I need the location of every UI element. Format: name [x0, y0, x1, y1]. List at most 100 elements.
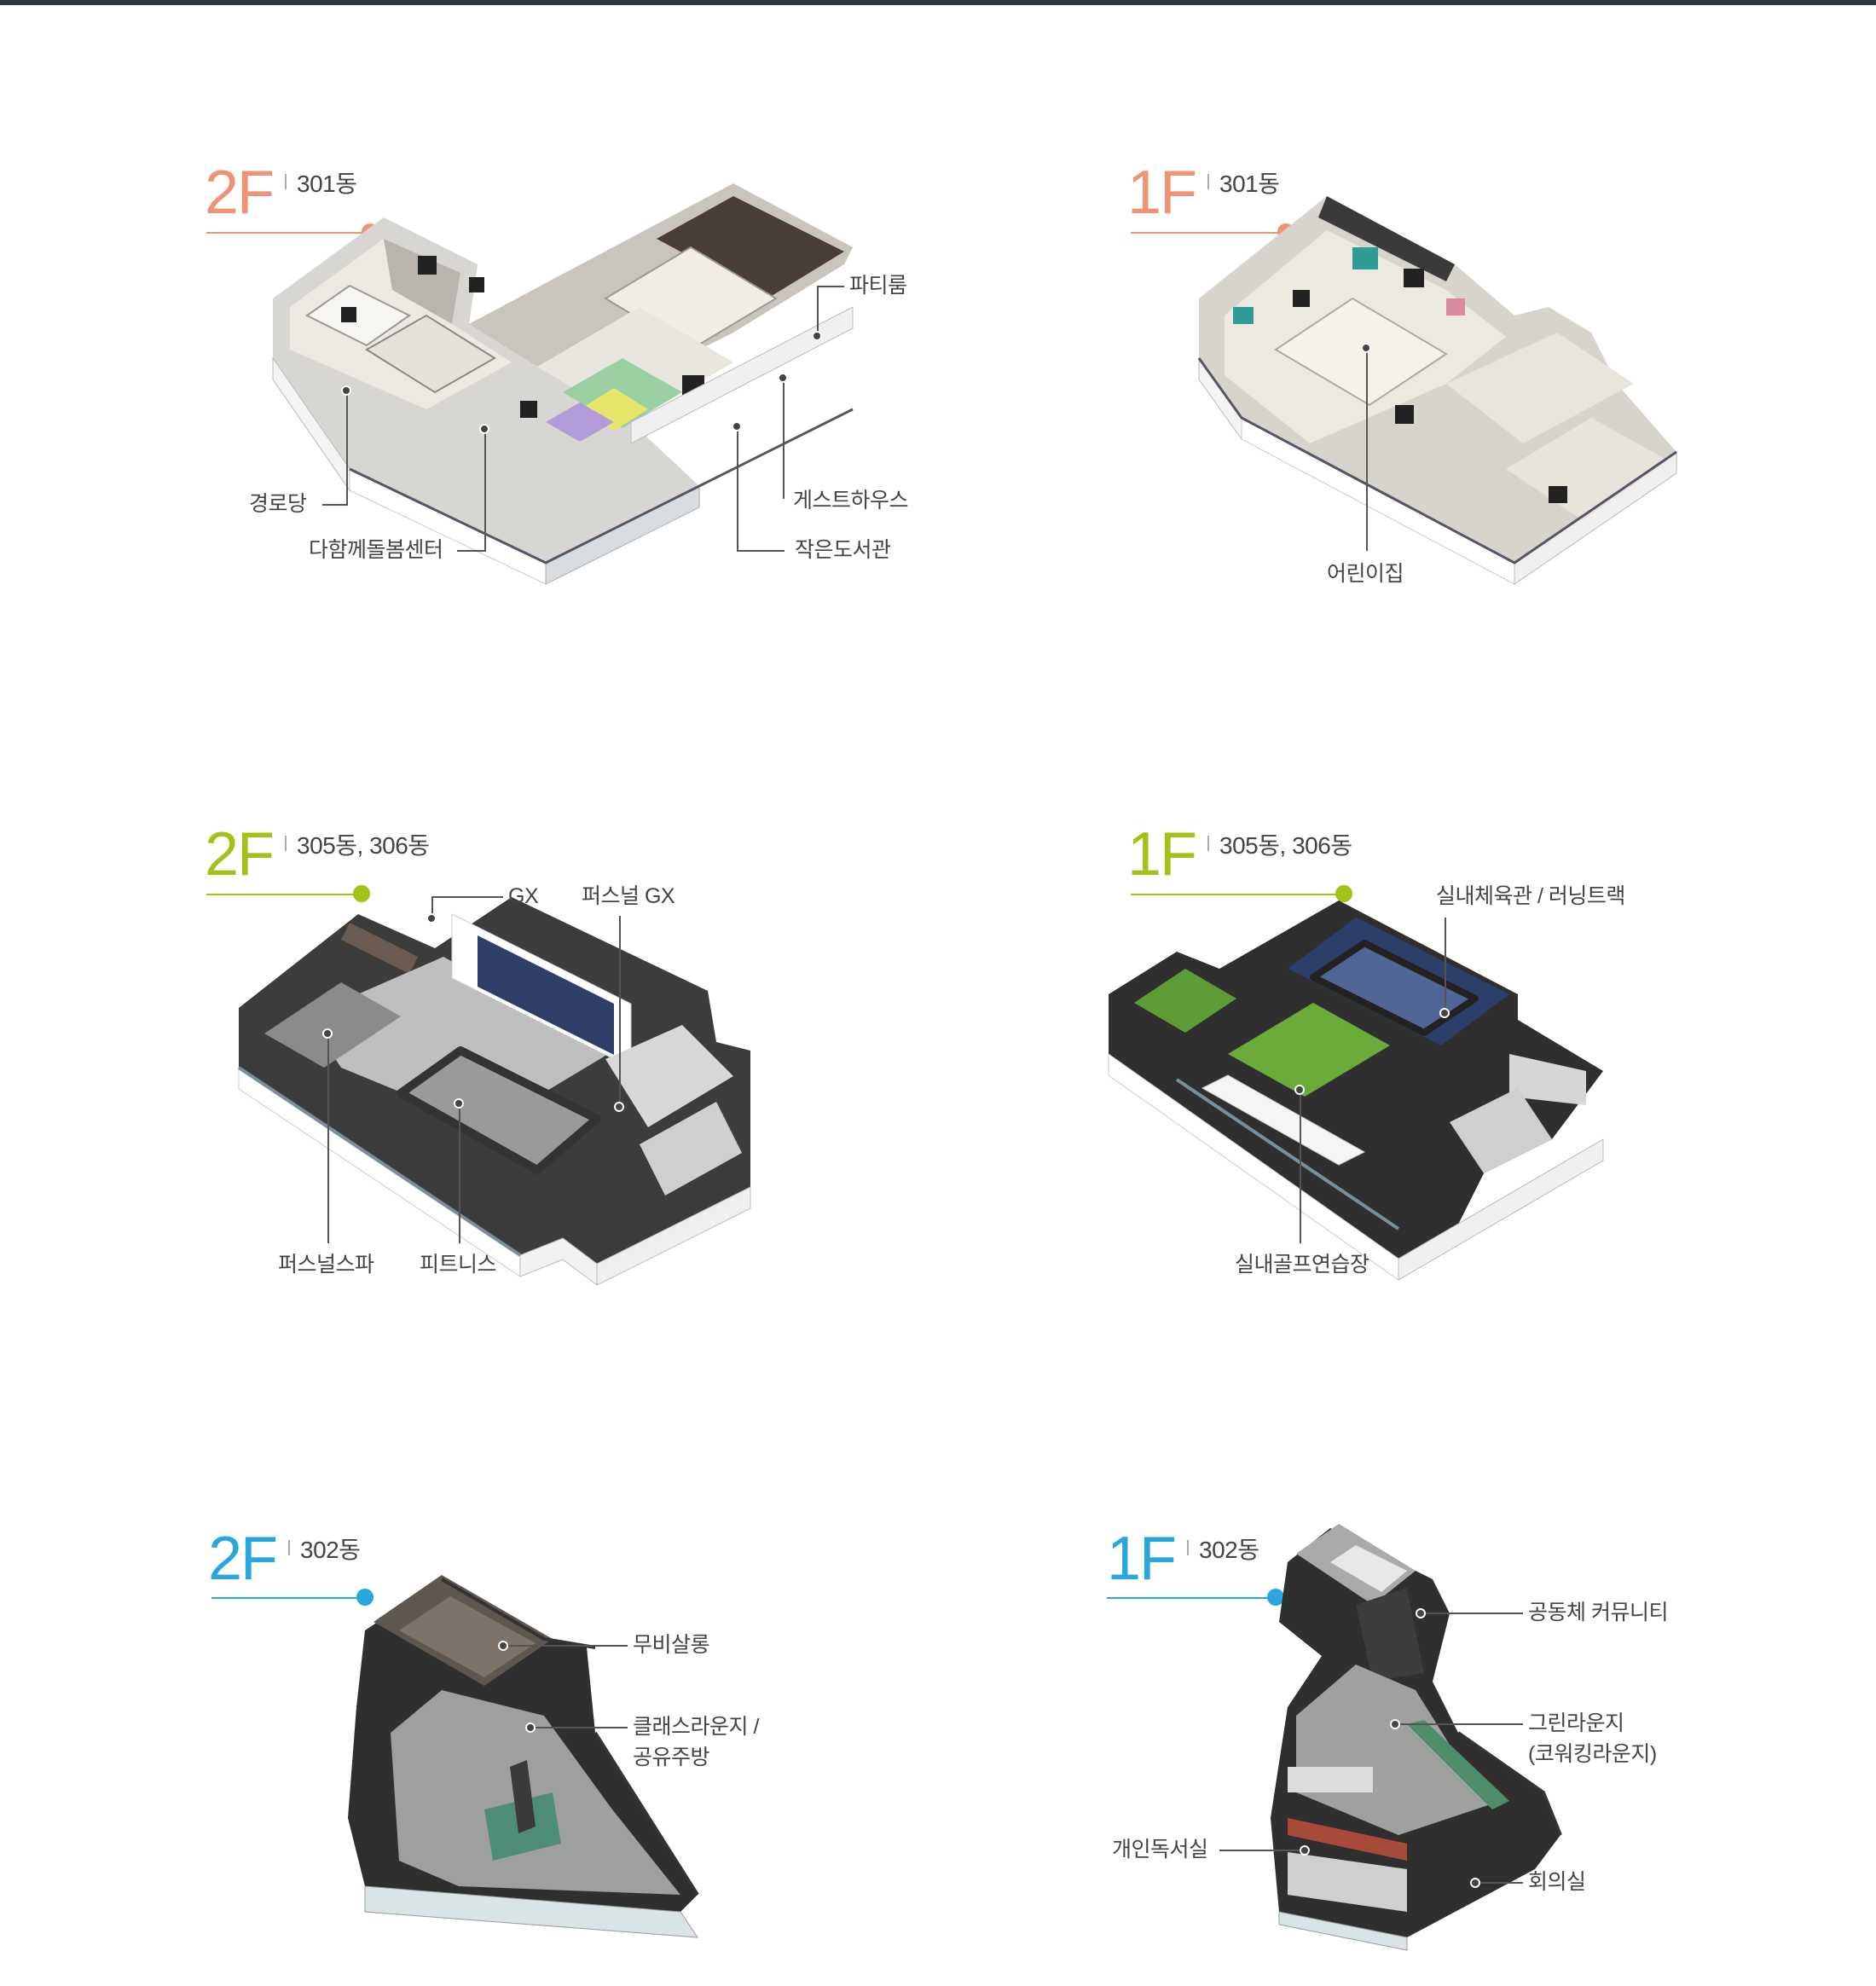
- leader-line: [1445, 918, 1446, 1011]
- label-shared-kitchen: 공유주방: [633, 1746, 710, 1769]
- header-divider: [1207, 174, 1210, 189]
- floor-plan-illustration: [272, 183, 854, 585]
- leader-dot: [1470, 1878, 1480, 1888]
- leader-dot: [426, 913, 437, 924]
- leader-dot: [341, 385, 351, 396]
- leader-line: [737, 550, 785, 552]
- leader-dot: [1416, 1608, 1426, 1618]
- header-dot: [1267, 1589, 1284, 1606]
- leader-dot: [778, 373, 788, 383]
- leader-line: [737, 428, 738, 552]
- floor-number: 1F: [1127, 820, 1197, 889]
- header-divider: [1207, 836, 1210, 851]
- label-study-room: 개인독서실: [1112, 1838, 1208, 1862]
- header-divider: [288, 1540, 291, 1555]
- label-personal-gx: 퍼스널 GX: [582, 884, 675, 908]
- floor-number: 2F: [208, 1525, 278, 1593]
- label-guest-house: 게스트하우스: [793, 489, 909, 512]
- floor-plan-illustration: [1108, 900, 1604, 1281]
- panel-2f-305-306: 2F 305동, 306동 GX 퍼스널 GX 퍼스널스파 피트니스: [0, 662, 938, 1323]
- leader-line: [327, 1035, 329, 1243]
- leader-line: [1300, 1091, 1301, 1243]
- leader-line: [484, 431, 486, 552]
- label-gx: GX: [508, 884, 539, 908]
- leader-line: [619, 916, 621, 1105]
- leader-line: [817, 286, 844, 287]
- leader-dot: [1300, 1845, 1310, 1856]
- header-underline: [211, 1597, 365, 1599]
- leader-line: [322, 504, 348, 506]
- leader-line: [1421, 1613, 1523, 1614]
- leader-line: [817, 286, 819, 333]
- leader-line: [503, 1645, 628, 1647]
- leader-dot: [479, 424, 489, 434]
- building-name: 302동: [1199, 1537, 1259, 1563]
- leader-dot: [1294, 1085, 1305, 1095]
- label-community: 공동체 커뮤니티: [1528, 1601, 1668, 1624]
- leader-line: [346, 392, 348, 506]
- floor-plan-illustration: [1197, 196, 1677, 585]
- label-senior-center: 경로당: [249, 492, 307, 516]
- header-dot: [1335, 885, 1352, 902]
- label-personal-spa: 퍼스널스파: [278, 1253, 374, 1277]
- leader-dot: [322, 1028, 333, 1039]
- top-bar: [0, 0, 1876, 5]
- floor-header: 1F 301동: [1127, 162, 1280, 223]
- leader-dot: [732, 421, 742, 431]
- leader-dot: [614, 1102, 624, 1112]
- floor-plan-illustration: [1271, 1524, 1562, 1951]
- label-movie-salon: 무비살롱: [633, 1633, 710, 1657]
- panel-1f-302: 1F 302동 공동체 커뮤니티 그린라운지 (코워킹라운지) 개인독서실 회의…: [938, 1323, 1876, 1985]
- floor-number: 1F: [1127, 159, 1197, 227]
- leader-line: [1395, 1723, 1523, 1725]
- floor-plan-illustration: [237, 897, 751, 1286]
- leader-dot: [1439, 1008, 1450, 1018]
- label-green-lounge: 그린라운지: [1528, 1711, 1624, 1735]
- panel-1f-305-306: 1F 305동, 306동 실내체육관 / 러닝트랙 실내골프연습장: [938, 662, 1876, 1323]
- header-underline: [1131, 894, 1344, 895]
- label-daycare: 어린이집: [1327, 562, 1404, 586]
- header-underline: [206, 894, 360, 895]
- label-fitness: 피트니스: [420, 1253, 497, 1277]
- floor-header: 2F 301동: [205, 162, 357, 223]
- leader-line: [1219, 1850, 1301, 1851]
- header-dot: [356, 1589, 373, 1606]
- floor-header: 2F 305동, 306동: [205, 824, 430, 885]
- leader-dot: [498, 1641, 508, 1651]
- label-class-lounge: 클래스라운지 /: [633, 1715, 759, 1739]
- leader-line: [1366, 350, 1368, 551]
- floor-header: 1F 302동: [1107, 1528, 1259, 1589]
- floor-header: 2F 302동: [208, 1528, 361, 1589]
- panel-2f-301: 2F 301동 경로당 다함께돌봄센터: [0, 0, 938, 662]
- leader-dot: [525, 1723, 536, 1733]
- leader-dot: [1390, 1719, 1400, 1729]
- leader-line: [530, 1727, 628, 1728]
- leader-line: [431, 896, 503, 898]
- header-dot: [353, 885, 370, 902]
- leader-dot: [812, 331, 822, 341]
- label-small-library: 작은도서관: [795, 538, 891, 562]
- leader-line: [457, 550, 486, 552]
- floor-number: 1F: [1107, 1525, 1177, 1593]
- header-divider: [1187, 1540, 1190, 1555]
- label-indoor-golf: 실내골프연습장: [1235, 1253, 1369, 1277]
- leader-line: [1475, 1882, 1523, 1884]
- label-care-center: 다함께돌봄센터: [309, 538, 443, 562]
- label-party-room: 파티룸: [849, 274, 907, 298]
- floor-number: 2F: [205, 820, 275, 889]
- label-meeting-room: 회의실: [1528, 1870, 1586, 1894]
- header-divider: [285, 836, 287, 851]
- label-coworking-lounge: (코워킹라운지): [1528, 1742, 1657, 1766]
- floor-plan-illustration: [348, 1575, 699, 1938]
- header-underline: [1107, 1597, 1274, 1599]
- building-name: 305동, 306동: [297, 832, 430, 859]
- building-name: 305동, 306동: [1219, 832, 1352, 859]
- floor-header: 1F 305동, 306동: [1127, 824, 1352, 885]
- leader-line: [431, 896, 433, 915]
- leader-dot: [1361, 343, 1371, 353]
- leader-line: [783, 379, 785, 499]
- building-name: 301동: [1219, 171, 1280, 197]
- building-name: 301동: [297, 171, 357, 197]
- header-underline: [1131, 232, 1284, 234]
- building-name: 302동: [300, 1537, 361, 1563]
